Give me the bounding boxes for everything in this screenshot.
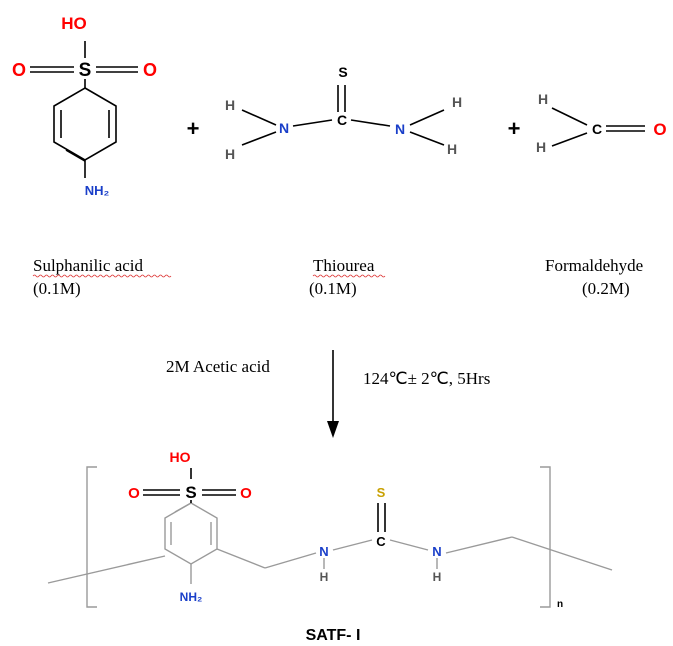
spellcheck-underline-sulphanilic (32, 274, 172, 278)
product-amino-label: NH₂ (180, 590, 203, 604)
plus-sign-2: + (508, 116, 521, 141)
formaldehyde-structure (551, 107, 645, 147)
product-name: SATF- I (306, 627, 361, 644)
formaldehyde-h-top-label: H (538, 91, 548, 107)
condition-reagent: 2M Acetic acid (166, 357, 270, 376)
formaldehyde-h-bottom-label: H (536, 139, 546, 155)
product-brackets (86, 466, 551, 608)
oxygen-right-label: O (143, 60, 157, 80)
condition-temperature-time: 124℃± 2℃, 5Hrs (363, 369, 490, 388)
sulfur-label: S (79, 60, 92, 81)
spellcheck-underline-thiourea (312, 274, 386, 278)
thiourea-nitrogen-right-label: N (395, 121, 405, 137)
product-h-left-label: H (320, 570, 329, 584)
product-thiourea-carbon-label: C (376, 534, 386, 549)
reactant-conc-thiourea: (0.1M) (309, 279, 357, 298)
product-oxygen-left-label: O (128, 485, 140, 502)
repeat-unit-subscript: n (557, 599, 563, 610)
product-nitrogen-left-label: N (319, 544, 328, 559)
formaldehyde-carbon-label: C (592, 121, 602, 137)
thiourea-structure (241, 85, 445, 146)
reactant-name-formaldehyde: Formaldehyde (545, 256, 643, 275)
product-sulfur-label: S (185, 483, 196, 502)
thiourea-carbon-label: C (337, 112, 347, 128)
formaldehyde-oxygen-label: O (653, 120, 666, 139)
product-h-right-label: H (433, 570, 442, 584)
thiourea-h-bottom-right-label: H (447, 141, 457, 157)
thiourea-h-bottom-left-label: H (225, 146, 235, 162)
reaction-arrow-head (327, 421, 339, 438)
amino-label: NH₂ (85, 183, 110, 198)
reactant-name-thiourea: Thiourea (313, 256, 375, 275)
product-oxygen-right-label: O (240, 485, 252, 502)
thiourea-nitrogen-left-label: N (279, 120, 289, 136)
reactant-conc-formaldehyde: (0.2M) (582, 279, 630, 298)
product-thiourea-sulfur-label: S (377, 485, 386, 500)
oxygen-left-label: O (12, 60, 26, 80)
reactant-conc-sulphanilic: (0.1M) (33, 279, 81, 298)
product-nitrogen-right-label: N (432, 544, 441, 559)
thiourea-h-top-right-label: H (452, 94, 462, 110)
hydroxyl-label: HO (61, 14, 87, 33)
plus-sign-1: + (187, 116, 200, 141)
sulphanilic-acid-structure (30, 41, 138, 178)
reactant-name-sulphanilic: Sulphanilic acid (33, 256, 144, 275)
product-hydroxyl-label: HO (170, 449, 191, 465)
product-structure (47, 468, 613, 584)
thiourea-h-top-left-label: H (225, 97, 235, 113)
thiourea-sulfur-label: S (338, 64, 347, 80)
